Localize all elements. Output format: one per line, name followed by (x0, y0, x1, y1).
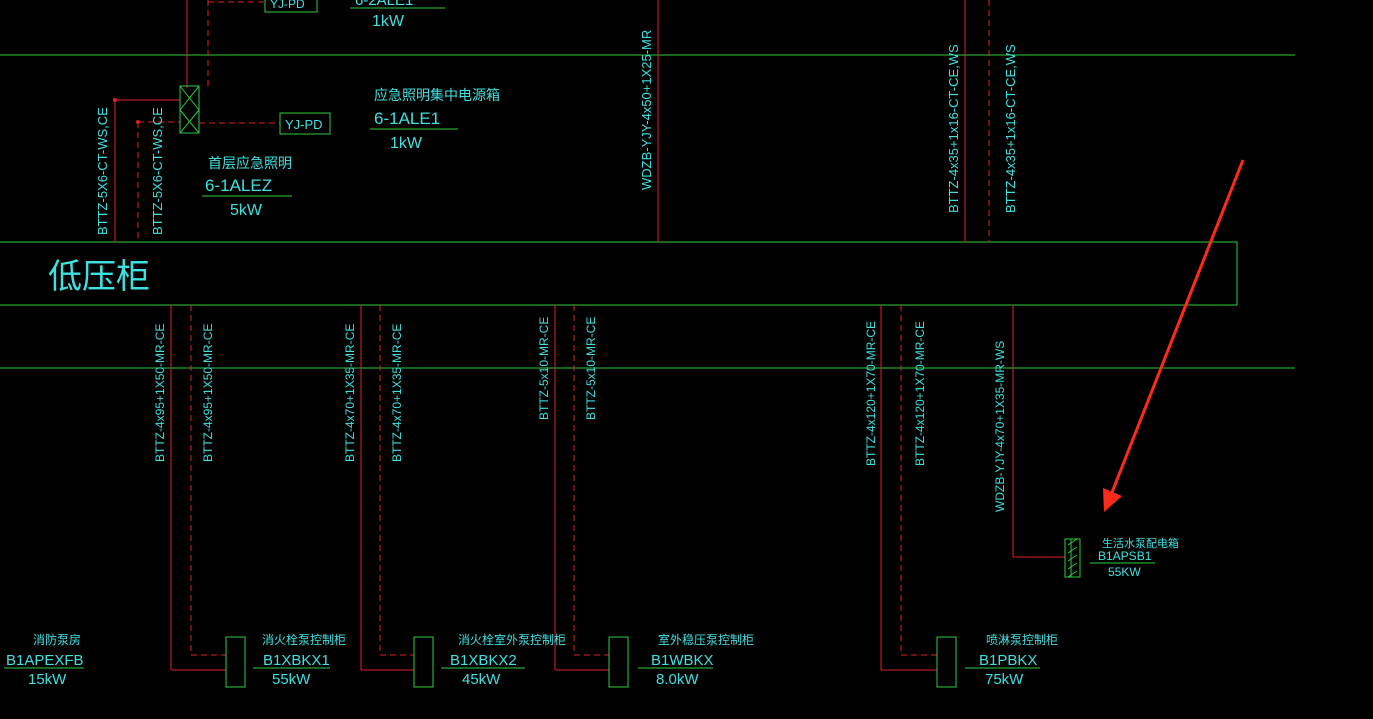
cable-label-b5: WDZB-YJY-4x70+1X35-MR-WS (993, 341, 1007, 512)
load-title-3: 消火栓室外泵控制柜 (458, 632, 566, 647)
cable-label-top-left2: BTTZ-5X6-CT-WS,CE (150, 107, 165, 235)
junction-dot-2 (136, 120, 140, 124)
alez-power: 5kW (230, 202, 263, 219)
load-code-1: B1APEXFB (6, 652, 84, 669)
load-power-2: 55kW (272, 671, 311, 688)
load-code-6: B1APSB1 (1098, 549, 1152, 563)
partial-power: 1kW (372, 13, 405, 30)
annotation-arrow-head (1103, 488, 1122, 512)
bus-bar (0, 241, 1238, 306)
annotation-arrow-shaft (1107, 159, 1245, 501)
cabinet-b5-hatch5 (1067, 570, 1078, 578)
cabinet-b3 (608, 636, 629, 688)
cabinet-b5-hatch3 (1067, 554, 1078, 562)
ale1-power: 1kW (390, 135, 423, 152)
partial-label: 6-2ALE1 (355, 0, 413, 9)
load-title-4: 室外稳压泵控制柜 (658, 632, 754, 647)
cabinet-b5-hatch4 (1067, 562, 1078, 570)
load-title-5: 喷淋泵控制柜 (986, 633, 1058, 647)
cabinet-b5 (1064, 538, 1081, 578)
cable-label-b2b: BTTZ-4x70+1X35-MR-CE (390, 324, 404, 462)
load-code-3: B1XBKX2 (450, 652, 517, 669)
load-power-4: 8.0kW (656, 671, 699, 688)
cable-label-b3b: BTTZ-5x10-MR-CE (584, 317, 598, 420)
cable-label-top-left1: BTTZ-5X6-CT-WS,CE (95, 107, 110, 235)
cabinet-b5-hatch1 (1067, 538, 1078, 546)
cabinet-b2 (413, 636, 434, 688)
load-power-1: 15kW (28, 671, 67, 688)
ats-x2 (179, 85, 200, 111)
load-code-5: B1PBKX (979, 652, 1037, 669)
load-title-2: 消火栓泵控制柜 (262, 632, 346, 647)
load-code-4: B1WBKX (651, 652, 714, 669)
cabinet-b4 (936, 636, 957, 688)
cable-label-b1b: BTTZ-4x95+1X50-MR-CE (201, 324, 215, 462)
load-power-5: 75kW (985, 671, 1024, 688)
junction-dot-1 (113, 98, 117, 102)
ale1-title: 应急照明集中电源箱 (374, 87, 500, 103)
load-power-3: 45kW (462, 671, 501, 688)
load-power-6: 55KW (1108, 565, 1141, 579)
cable-label-b4a: BTTZ-4x120+1X70-MR-CE (864, 321, 878, 466)
load-code-2: B1XBKX1 (263, 652, 330, 669)
partial-box (264, 0, 318, 13)
alez-title: 首层应急照明 (208, 155, 292, 171)
ats-switch (179, 85, 200, 134)
cable-label-b2a: BTTZ-4x70+1X35-MR-CE (343, 324, 357, 462)
cable-label-b1a: BTTZ-4x95+1X50-MR-CE (153, 324, 167, 462)
cable-label-top-right2: BTTZ-4x35+1x16-CT-CE,WS (1003, 44, 1018, 213)
cable-label-top-mid: WDZB-YJY-4x50+1X25-MR (639, 30, 654, 190)
cable-label-top-right1: BTTZ-4x35+1x16-CT-CE,WS (946, 44, 961, 213)
ale1-code: 6-1ALE1 (374, 109, 440, 128)
bus-label: 低压柜 (48, 258, 150, 296)
partial-box-label: YJ-PD (270, 0, 305, 11)
ats-box-label: YJ-PD (285, 117, 323, 132)
cabinet-b5-hatch2 (1067, 546, 1078, 554)
alez-code: 6-1ALEZ (205, 176, 272, 195)
cabinet-b1 (225, 636, 246, 688)
ats-x4 (179, 109, 200, 134)
load-title-1: 消防泵房 (33, 632, 81, 647)
load-title-6: 生活水泵配电箱 (1102, 536, 1179, 550)
cable-label-b3a: BTTZ-5x10-MR-CE (537, 317, 551, 420)
cable-label-b4b: BTTZ-4x120+1X70-MR-CE (913, 321, 927, 466)
ats-box (279, 112, 331, 135)
